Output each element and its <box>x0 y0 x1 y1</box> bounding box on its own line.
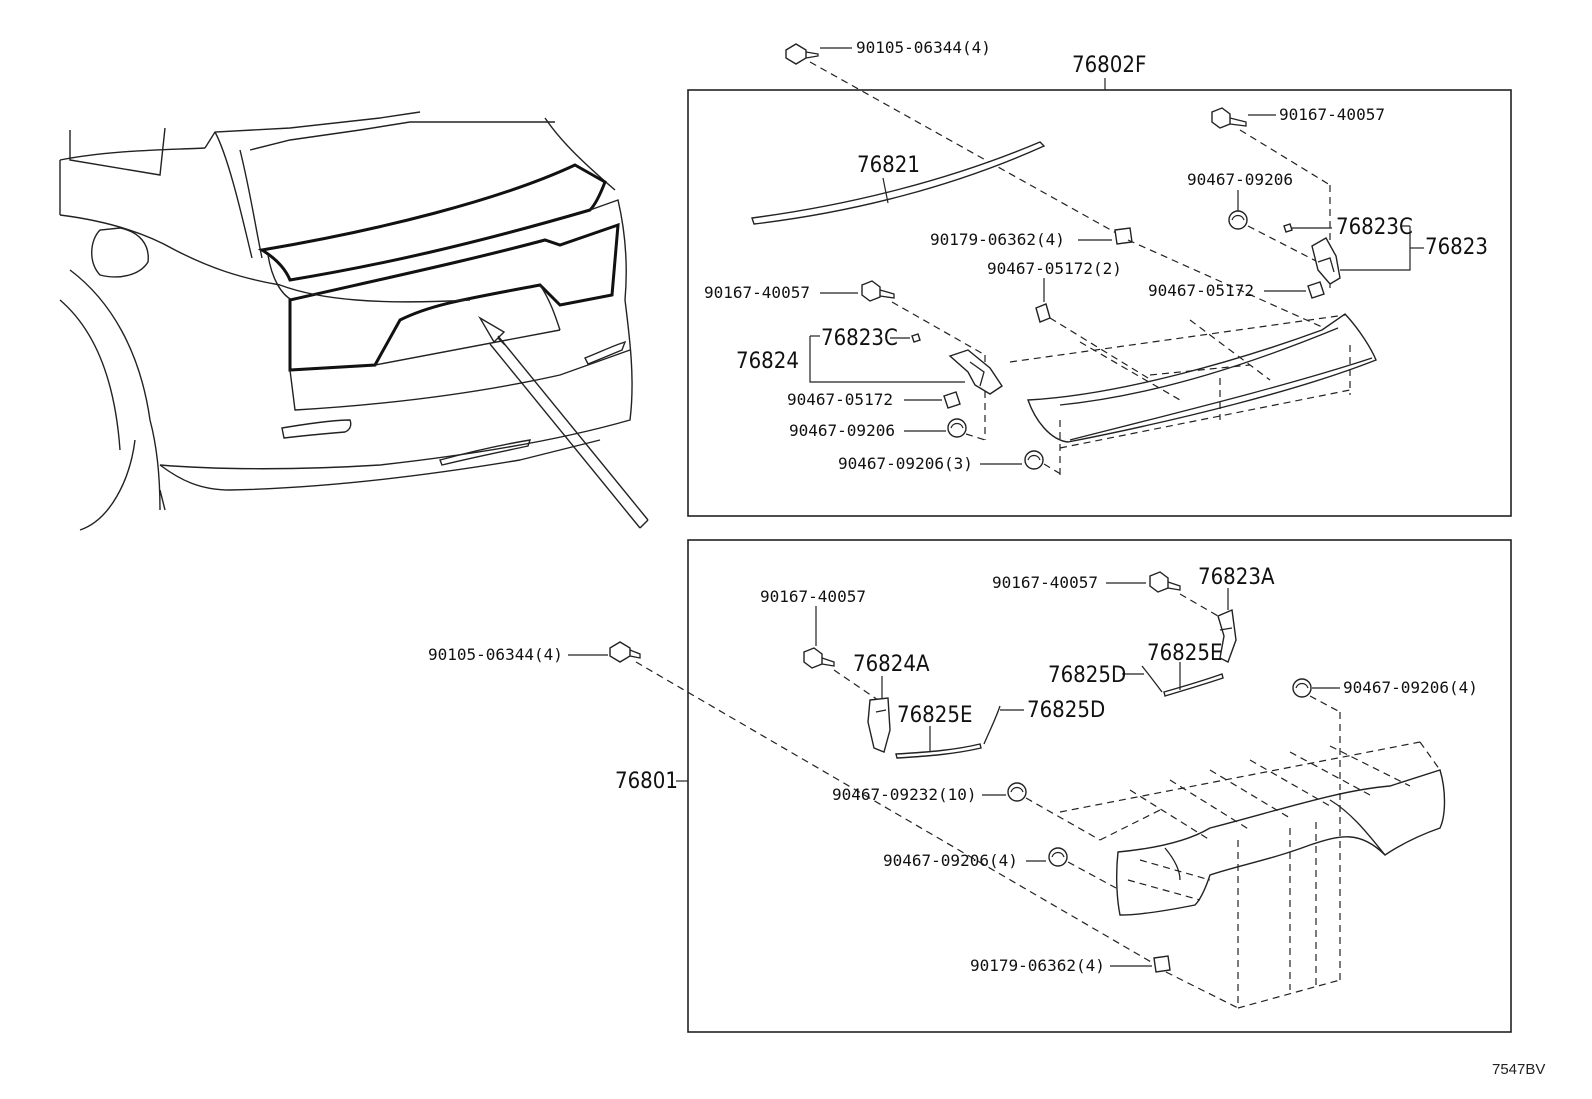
bolt-icon <box>609 641 641 663</box>
lower-assembly-76801: 76801 90105-06344(4) 90167-40057 76824A … <box>428 539 1512 1033</box>
screw-icon <box>861 280 895 302</box>
label-76823C-upper-left: 76823C <box>821 326 898 351</box>
clip-icon <box>1114 227 1133 245</box>
upper-assembly-frame <box>687 89 1512 517</box>
bracket-76823A <box>1217 608 1237 663</box>
label-90467-09206-3: 90467-09206(3) <box>838 454 973 473</box>
label-76825E-lower-left: 76825E <box>897 703 972 728</box>
nut-clip-icon <box>943 391 961 409</box>
push-clip-icon <box>947 418 967 438</box>
back-door-garnish-76801 <box>1115 769 1446 916</box>
label-76825E-lower-right: 76825E <box>1147 641 1222 666</box>
label-76824: 76824 <box>736 349 799 374</box>
assembly-label-76801: 76801 <box>615 769 678 794</box>
label-90467-05172-upper-right: 90467-05172 <box>1148 281 1254 300</box>
label-90167-40057-upper-left: 90167-40057 <box>704 283 810 302</box>
back-door-spoiler-76802F <box>1027 313 1377 443</box>
bolt-icon <box>785 43 819 65</box>
bracket-76823 <box>1311 237 1341 285</box>
push-clip-icon <box>1292 678 1312 698</box>
assembly-label-76802F: 76802F <box>1072 53 1146 78</box>
strip-76825E-left <box>895 743 982 759</box>
push-clip-icon <box>1024 450 1044 470</box>
label-76821: 76821 <box>857 153 920 178</box>
label-90467-05172-2: 90467-05172(2) <box>987 259 1122 278</box>
push-clip-icon <box>1048 847 1068 867</box>
label-90467-09206-4-lower-left: 90467-09206(4) <box>883 851 1018 870</box>
label-90167-40057-upper-right: 90167-40057 <box>1279 105 1385 124</box>
label-90467-09206-upper-left: 90467-09206 <box>789 421 895 440</box>
label-76823: 76823 <box>1425 235 1488 260</box>
label-90105-06344-4-lower: 90105-06344(4) <box>428 645 563 664</box>
label-90179-06362-4-upper: 90179-06362(4) <box>930 230 1065 249</box>
label-76824A: 76824A <box>853 652 930 677</box>
push-clip-icon <box>1007 782 1027 802</box>
lower-assembly-frame <box>687 539 1512 1033</box>
figure-code: 7547BV <box>1492 1061 1545 1078</box>
label-90167-40057-lower-right: 90167-40057 <box>992 573 1098 592</box>
bracket-76824A <box>867 697 891 753</box>
screw-icon <box>803 647 835 669</box>
strip-76825D-right <box>1141 665 1163 693</box>
screw-icon <box>1211 107 1247 129</box>
label-76825D-lower-left: 76825D <box>1027 698 1105 723</box>
label-90179-06362-4-lower: 90179-06362(4) <box>970 956 1105 975</box>
label-90467-05172-upper-left: 90467-05172 <box>787 390 893 409</box>
label-76823C-upper-right: 76823C <box>1336 215 1413 240</box>
label-90467-09232-10: 90467-09232(10) <box>832 785 977 804</box>
upper-assembly-76802F: 76802F 90105-06344(4) 76821 90179-06362(… <box>687 38 1512 517</box>
moulding-strip-76821 <box>751 141 1046 225</box>
strip-76825D-left <box>983 705 1001 745</box>
label-90167-40057-lower-left: 90167-40057 <box>760 587 866 606</box>
clip-icon <box>1153 955 1171 973</box>
label-76825D-lower-right: 76825D <box>1048 663 1126 688</box>
label-90467-09206-4-lower-right: 90467-09206(4) <box>1343 678 1478 697</box>
nut-clip-icon <box>1307 281 1325 299</box>
screw-icon <box>1149 571 1181 593</box>
nut-clip-icon <box>1035 303 1051 323</box>
label-90105-06344-4-upper: 90105-06344(4) <box>856 38 991 57</box>
label-76823A: 76823A <box>1198 565 1275 590</box>
label-90467-09206-upper-right: 90467-09206 <box>1187 170 1293 189</box>
bracket-76824 <box>948 349 1003 395</box>
vehicle-rear-illustration <box>59 111 649 531</box>
strip-76825E-right <box>1163 673 1224 697</box>
push-clip-icon <box>1228 210 1248 230</box>
